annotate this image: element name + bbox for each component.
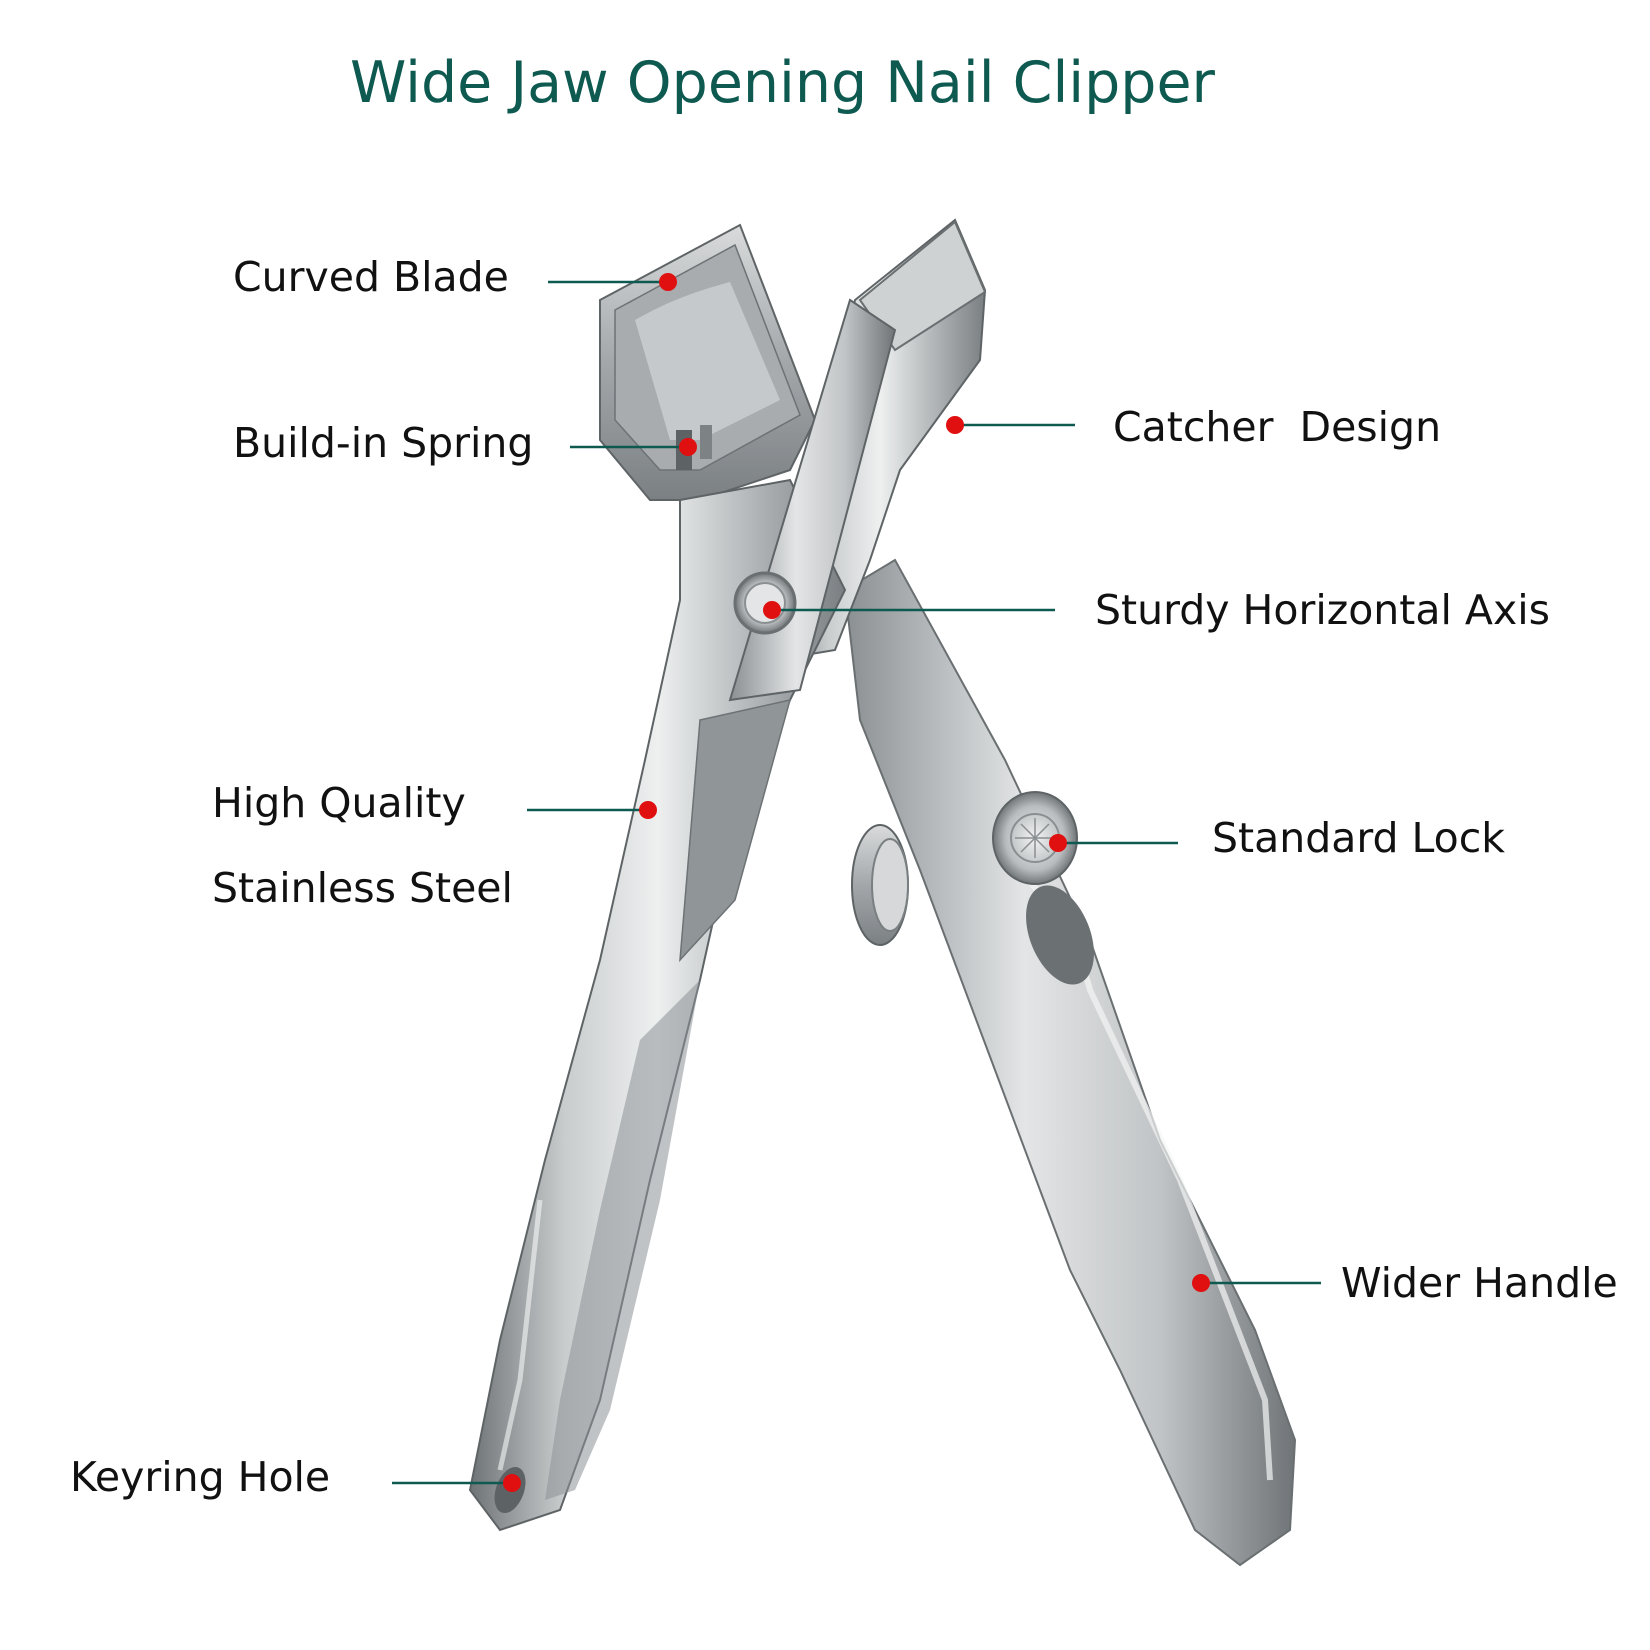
pivot-axis — [733, 571, 797, 635]
right-handle — [843, 558, 1297, 1567]
marker-standard-lock — [1049, 834, 1067, 852]
label-catcher-design: Catcher Design — [1113, 403, 1442, 451]
marker-curved-blade — [659, 273, 677, 291]
lock-lever — [851, 824, 909, 946]
label-build-in-spring: Build-in Spring — [233, 419, 534, 467]
handle-slot — [679, 698, 792, 963]
label-wider-handle: Wider Handle — [1341, 1259, 1618, 1307]
marker-build-in-spring — [679, 438, 697, 456]
label-curved-blade: Curved Blade — [233, 253, 509, 301]
left-handle — [468, 478, 847, 1532]
marker-keyring-hole — [503, 1474, 521, 1492]
marker-wider-handle — [1192, 1274, 1210, 1292]
curved-blade-jaw — [599, 223, 817, 501]
label-sturdy-horizontal-axis: Sturdy Horizontal Axis — [1095, 586, 1550, 634]
label-standard-lock: Standard Lock — [1212, 814, 1506, 862]
label-high-quality: High Quality — [212, 779, 466, 827]
diagram-title: Wide Jaw Opening Nail Clipper — [350, 50, 1215, 116]
marker-catcher-design — [946, 416, 964, 434]
label-keyring-hole: Keyring Hole — [70, 1453, 331, 1501]
marker-stainless-steel — [639, 801, 657, 819]
label-stainless-steel: Stainless Steel — [212, 864, 513, 912]
lock-slot — [1026, 885, 1094, 985]
marker-horizontal-axis — [763, 601, 781, 619]
leader-lines — [392, 280, 1321, 1485]
marker-dots — [503, 273, 1210, 1492]
